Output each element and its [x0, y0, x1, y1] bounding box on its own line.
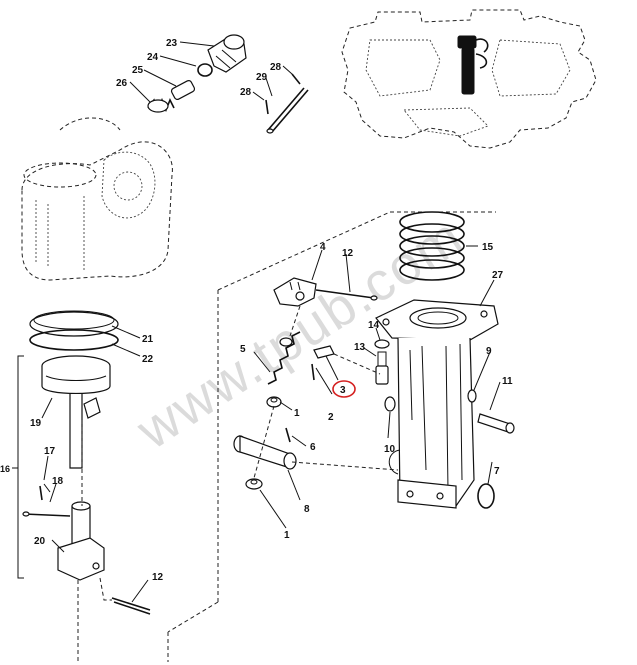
callout-labels: 23 24 25 26 29 28 28 21 22 19 16 17 18 2… [0, 38, 513, 583]
cotter-pin-28-right [291, 73, 301, 85]
piston-19 [41, 355, 111, 469]
fitting-10 [384, 396, 396, 412]
callout-12-upper: 12 [342, 248, 354, 259]
callout-8: 8 [304, 504, 310, 515]
pin-18 [22, 511, 71, 517]
upper-leader-lines [129, 41, 293, 103]
lever-4 [273, 277, 317, 307]
callout-24: 24 [147, 52, 159, 63]
cotter-pin-28-left [265, 99, 269, 115]
callout-23: 23 [166, 38, 178, 49]
left-leader-lines [41, 325, 149, 662]
callout-2: 2 [328, 412, 334, 423]
ring-21 [29, 310, 119, 337]
pin-6 [285, 427, 291, 443]
shaft-20 [57, 501, 105, 581]
callout-22: 22 [142, 354, 154, 365]
pin-11 [477, 413, 515, 434]
callout-6: 6 [310, 442, 316, 453]
callout-18: 18 [52, 476, 64, 487]
oring-24 [197, 63, 213, 77]
ring-7 [477, 483, 495, 509]
callout-20: 20 [34, 536, 46, 547]
valve-plug-23 [207, 34, 247, 73]
pin-2 [311, 363, 315, 381]
pump-location-highlight [457, 35, 489, 95]
callout-26: 26 [116, 78, 128, 89]
spring-26 [147, 97, 175, 113]
callout-29: 29 [256, 72, 268, 83]
callout-4: 4 [320, 242, 326, 253]
callout-25: 25 [132, 65, 144, 76]
ring-22 [29, 329, 119, 351]
callout-21: 21 [142, 334, 154, 345]
highlight-circle [332, 380, 356, 398]
callout-27: 27 [492, 270, 504, 281]
callout-11: 11 [502, 376, 513, 387]
callout-5: 5 [240, 344, 246, 355]
fitting-9 [467, 389, 477, 403]
callout-10: 10 [384, 444, 396, 455]
shaft-8 [233, 435, 297, 470]
bolt-13 [375, 351, 389, 385]
callout-28-right: 28 [270, 62, 282, 73]
callout-12-lower: 12 [152, 572, 164, 583]
pin-12-lower [111, 597, 151, 615]
callout-19: 19 [30, 418, 42, 429]
nut-1-upper [266, 396, 282, 408]
pin-12-upper [315, 289, 378, 301]
spring-5 [267, 331, 301, 385]
callout-16: 16 [0, 464, 10, 474]
pump-housing-outline [21, 117, 173, 281]
callout-7: 7 [494, 466, 500, 477]
callout-17: 17 [44, 446, 56, 457]
callout-1-lower: 1 [284, 530, 290, 541]
callout-28-left: 28 [240, 87, 252, 98]
cotter-17 [39, 483, 51, 501]
pin-29 [266, 87, 309, 134]
vehicle-locator-outline [341, 9, 597, 149]
assembly-16-bracket [12, 355, 24, 579]
washer-14 [374, 339, 390, 349]
callout-15: 15 [482, 242, 494, 253]
callout-3: 3 [340, 385, 346, 396]
right-leader-lines [253, 245, 501, 529]
housing-27 [375, 299, 499, 509]
callout-14: 14 [368, 320, 380, 331]
plunger-25 [170, 79, 196, 101]
callout-13: 13 [354, 342, 366, 353]
callout-9: 9 [486, 346, 492, 357]
callout-1-upper: 1 [294, 408, 300, 419]
spring-15 [399, 211, 465, 281]
nut-1-lower [245, 478, 263, 490]
